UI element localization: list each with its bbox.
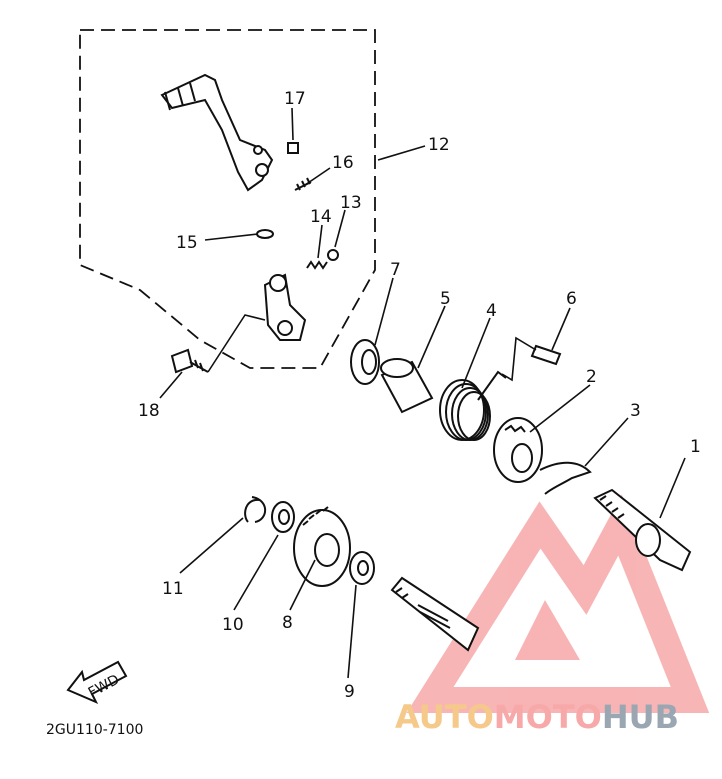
ratchet-2 xyxy=(493,417,543,483)
bearing-7 xyxy=(350,339,380,385)
watermark-text: AUTOMOTOHUB xyxy=(395,698,679,736)
callout-1: 1 xyxy=(690,437,701,457)
callout-18: 18 xyxy=(138,401,160,421)
callout-6: 6 xyxy=(566,289,577,309)
callout-9: 9 xyxy=(344,682,355,702)
callout-16: 16 xyxy=(332,153,354,173)
watermark-part-1: AUTO xyxy=(395,698,494,736)
bolt-16 xyxy=(294,177,312,191)
collar-5 xyxy=(380,358,434,414)
callout-2: 2 xyxy=(586,367,597,387)
callout-11: 11 xyxy=(162,579,184,599)
callout-17: 17 xyxy=(284,89,306,109)
callout-13: 13 xyxy=(340,193,362,213)
spring-4 xyxy=(439,370,507,441)
watermark-part-2: MOTO xyxy=(494,698,602,736)
kick-gear-8 xyxy=(293,506,351,587)
callout-4: 4 xyxy=(486,301,497,321)
washer-10 xyxy=(271,501,295,533)
clip-3 xyxy=(539,461,592,495)
leader-lines xyxy=(159,107,686,679)
watermark-part-3: HUB xyxy=(602,698,679,736)
ball-13 xyxy=(327,249,339,261)
callout-15: 15 xyxy=(176,233,198,253)
kick-lever xyxy=(160,73,274,192)
fwd-arrow-icon: FWD xyxy=(66,660,128,704)
callout-3: 3 xyxy=(630,401,641,421)
callout-8: 8 xyxy=(282,613,293,633)
cap-17 xyxy=(287,142,299,154)
idler-shaft xyxy=(390,576,480,652)
circlip-11 xyxy=(244,496,267,523)
diagram-code: 2GU110-7100 xyxy=(46,722,143,738)
seal-15 xyxy=(256,229,274,239)
callout-14: 14 xyxy=(310,207,332,227)
kick-boss xyxy=(263,273,307,341)
kick-shaft-1 xyxy=(593,488,692,572)
bolt-18 xyxy=(170,314,266,374)
assembly-boundary-12 xyxy=(79,29,376,369)
callout-7: 7 xyxy=(390,260,401,280)
watermark-logo xyxy=(406,494,710,713)
callout-12: 12 xyxy=(428,135,450,155)
callout-5: 5 xyxy=(440,289,451,309)
callout-10: 10 xyxy=(222,615,244,635)
washer-9 xyxy=(349,551,375,585)
pin-6 xyxy=(501,336,562,382)
spring-14 xyxy=(306,260,328,270)
